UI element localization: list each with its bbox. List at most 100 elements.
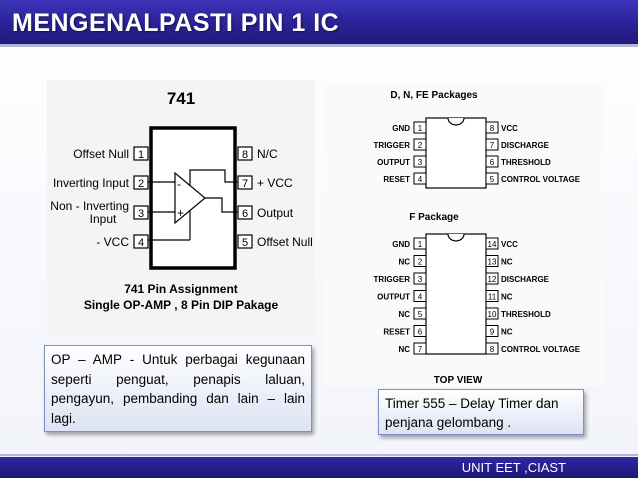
ic741-pin-label: Input: [90, 212, 117, 226]
ic741-pin-number: 5: [242, 237, 248, 249]
ic555-dip8-body: [425, 117, 487, 189]
ic741-svg: 741 1 Offset Null 2 Inverting Input 3 No…: [50, 89, 313, 312]
ic741-pin-label: Inverting Input: [53, 176, 130, 190]
pin-number: 3: [418, 158, 423, 167]
pin-label: NC: [398, 258, 410, 267]
pin-label: DISCHARGE: [501, 141, 550, 150]
ic741-pin-number: 7: [242, 178, 248, 190]
pin-number: 4: [418, 293, 423, 302]
ic741-pin-label: Offset Null: [257, 235, 313, 249]
pin-number: 5: [490, 175, 495, 184]
pin-label: CONTROL VOLTAGE: [501, 345, 581, 354]
pin-number: 14: [488, 240, 497, 249]
pin-box: [413, 255, 427, 267]
pin-box: [485, 138, 499, 151]
ic741-pin-label: N/C: [257, 147, 278, 161]
package-f-title: F Package: [409, 212, 459, 223]
ic741-pin-label: + VCC: [257, 176, 293, 190]
ic741-pin-label: Non - Inverting: [50, 199, 129, 213]
pin-number: 2: [418, 141, 423, 150]
pin-box: [485, 255, 499, 267]
pin-number: 1: [418, 240, 423, 249]
ic741-pin-number: 6: [242, 208, 248, 220]
pin-label: CONTROL VOLTAGE: [501, 175, 581, 184]
pin-number: 3: [418, 275, 423, 284]
pin-box: [485, 172, 499, 185]
pin-label: TRIGGER: [374, 275, 411, 284]
pin-label: DISCHARGE: [501, 275, 550, 284]
pin-box: [413, 272, 427, 285]
pin-number: 1: [418, 124, 423, 133]
timer-note: Timer 555 – Delay Timer dan penjana gelo…: [378, 389, 584, 435]
ic741-chip-name: 741: [167, 89, 195, 108]
ic741-pin-label: Output: [257, 206, 294, 220]
pin-label: TRIGGER: [374, 141, 411, 150]
ic741-caption-line2: Single OP-AMP , 8 Pin DIP Pakage: [84, 298, 279, 312]
pin-number: 12: [488, 275, 497, 284]
pin-number: 6: [418, 328, 423, 337]
ic741-pin-number: 3: [138, 208, 144, 220]
ic555-dip14-body: [425, 233, 487, 355]
ic741-caption-line1: 741 Pin Assignment: [124, 282, 238, 296]
pin-label: NC: [398, 345, 410, 354]
pin-label: OUTPUT: [377, 158, 410, 167]
slide-title: MENGENALPASTI PIN 1 IC: [12, 9, 340, 37]
opamp-note-text: OP – AMP - Untuk perbagai kegunaan seper…: [51, 352, 305, 426]
opamp-plus-sign: +: [177, 206, 184, 220]
pin-number: 8: [490, 345, 495, 354]
pin-label: NC: [398, 310, 410, 319]
pin-number: 9: [490, 328, 495, 337]
pin-box: [485, 290, 499, 302]
pin-number: 11: [488, 293, 497, 302]
pin-box: [413, 342, 427, 355]
pin-box: [413, 172, 427, 185]
ic741-pinout-diagram: 741 1 Offset Null 2 Inverting Input 3 No…: [47, 80, 315, 335]
ic741-pin-label: Offset Null: [73, 147, 129, 161]
ic741-pin-number: 8: [242, 149, 248, 161]
pin-label: NC: [501, 293, 513, 302]
pin-label: OUTPUT: [377, 293, 410, 302]
pin-box: [413, 307, 427, 320]
pin-label: RESET: [383, 175, 410, 184]
pin-number: 8: [490, 124, 495, 133]
pin-label: NC: [501, 328, 513, 337]
package-dnfe-title: D, N, FE Packages: [390, 90, 478, 101]
pin-box: [485, 307, 499, 320]
pin-number: 2: [418, 258, 423, 267]
opamp-symbol: [148, 169, 238, 241]
opamp-note: OP – AMP - Untuk perbagai kegunaan seper…: [44, 345, 312, 432]
pin-box: [413, 325, 427, 337]
pin-number: 4: [418, 175, 423, 184]
pin-box: [485, 272, 499, 285]
ic555-svg: D, N, FE Packages 1GND2TRIGGER3OUTPUT4RE…: [374, 90, 581, 386]
pin-box: [485, 237, 499, 250]
ic741-pin-number: 1: [138, 149, 144, 161]
pin-box: [485, 342, 499, 355]
pin-number: 5: [418, 310, 423, 319]
pin-box: [485, 121, 499, 134]
ic741-pin-number: 4: [138, 237, 144, 249]
footer-divider: [0, 454, 638, 456]
pin-box: [413, 155, 427, 168]
pin-box: [413, 138, 427, 151]
pin-box: [485, 325, 499, 337]
pin-label: GND: [392, 240, 410, 249]
pin-label: VCC: [501, 124, 518, 133]
footer-bar: UNIT EET ,CIAST: [0, 457, 638, 478]
footer-text: UNIT EET ,CIAST: [461, 460, 566, 475]
pin-number: 10: [488, 310, 497, 319]
pin-number: 7: [418, 345, 423, 354]
opamp-minus-sign: -: [177, 177, 181, 191]
pin-label: GND: [392, 124, 410, 133]
ic741-pin-label: - VCC: [96, 235, 129, 249]
pin-number: 6: [490, 158, 495, 167]
pin-box: [413, 237, 427, 250]
pin-label: RESET: [383, 328, 410, 337]
pin-label: VCC: [501, 240, 518, 249]
pin-box: [485, 155, 499, 168]
title-bar: MENGENALPASTI PIN 1 IC: [0, 0, 638, 47]
pin-box: [413, 290, 427, 302]
ic741-pin-number: 2: [138, 178, 144, 190]
pin-number: 13: [488, 258, 497, 267]
